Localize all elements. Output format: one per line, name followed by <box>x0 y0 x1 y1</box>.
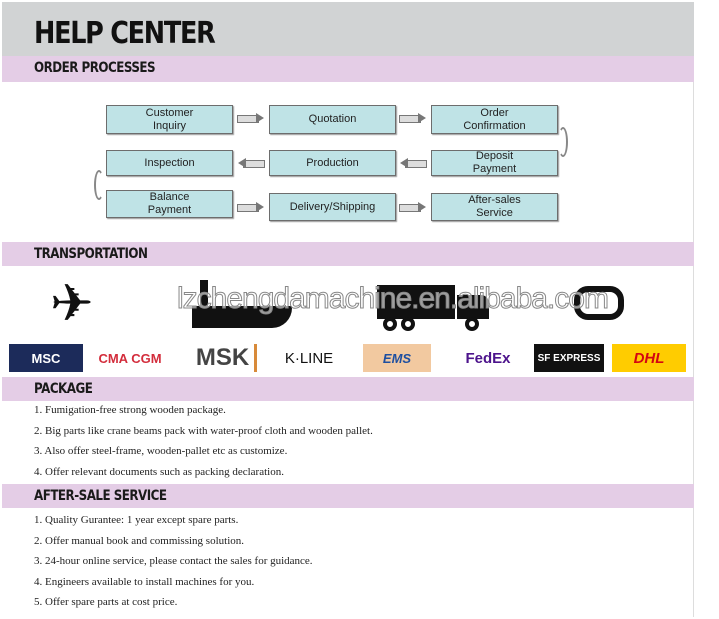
list-item: 4. Offer relevant documents such as pack… <box>34 465 284 478</box>
logo-dhl: DHL <box>612 344 686 372</box>
logo-ems: EMS <box>363 344 431 372</box>
step-delivery-shipping: Delivery/Shipping <box>269 193 396 221</box>
section-after-sale-service: AFTER-SALE SERVICE <box>2 484 694 508</box>
list-item: 3. Also offer steel-frame, wooden-pallet… <box>34 445 288 457</box>
airplane-icon: ✈ <box>50 275 94 333</box>
curved-arrow-icon <box>558 127 568 157</box>
section-package: PACKAGE <box>2 377 694 401</box>
list-item: 4. Engineers available to install machin… <box>34 575 255 588</box>
list-item: 2. Offer manual book and commissing solu… <box>34 534 244 547</box>
step-quotation: Quotation <box>269 105 396 134</box>
section-transportation: TRANSPORTATION <box>2 242 694 266</box>
section-title: AFTER-SALE SERVICE <box>34 488 167 504</box>
package-list: 1. Fumigation-free strong wooden package… <box>34 400 373 482</box>
step-balance-payment: Balance Payment <box>106 190 233 218</box>
step-inspection: Inspection <box>106 150 233 176</box>
arrow-right-icon <box>237 113 265 123</box>
logo-msc: MSC <box>9 344 83 372</box>
list-item: 1. Fumigation-free strong wooden package… <box>34 404 226 416</box>
arrow-left-icon <box>399 159 427 167</box>
step-after-sales-service: After-sales Service <box>431 193 558 221</box>
arrow-right-icon <box>399 202 427 212</box>
step-order-confirmation: Order Confirmation <box>431 105 558 134</box>
train-icon <box>568 278 630 330</box>
section-title: PACKAGE <box>34 381 93 397</box>
watermark: lzchengdamachine.en.alibaba.com <box>177 282 610 316</box>
logo-cma-cgm: CMA CGM <box>98 350 162 366</box>
page-title: HELP CENTER <box>34 16 216 51</box>
logo-msk: MSK <box>191 344 257 372</box>
arrow-left-icon <box>237 159 265 167</box>
step-production: Production <box>269 150 396 176</box>
arrow-right-icon <box>237 202 265 212</box>
arrow-right-icon <box>399 113 427 123</box>
curved-arrow-icon <box>94 170 104 200</box>
after-sale-list: 1. Quality Gurantee: 1 year except spare… <box>34 510 313 613</box>
truck-icon <box>377 285 489 333</box>
section-title: TRANSPORTATION <box>34 246 148 262</box>
list-item: 1. Quality Gurantee: 1 year except spare… <box>34 514 239 526</box>
ship-icon <box>192 280 292 328</box>
step-customer-inquiry: Customer Inquiry <box>106 105 233 134</box>
logo-k-line: K·LINE <box>284 349 334 367</box>
header: HELP CENTER <box>2 2 694 56</box>
list-item: 5. Offer spare parts at cost price. <box>34 596 178 608</box>
section-title: ORDER PROCESSES <box>34 60 156 76</box>
logo-fedex: FedEx <box>465 349 511 367</box>
list-item: 2. Big parts like crane beams pack with … <box>34 424 373 437</box>
section-order-processes: ORDER PROCESSES <box>2 56 694 82</box>
list-item: 3. 24-hour online service, please contac… <box>34 555 313 567</box>
step-deposit-payment: Deposit Payment <box>431 150 558 176</box>
help-center-page: HELP CENTER ORDER PROCESSES Customer Inq… <box>2 2 694 617</box>
logo-sf-express: SF EXPRESS <box>534 344 604 372</box>
